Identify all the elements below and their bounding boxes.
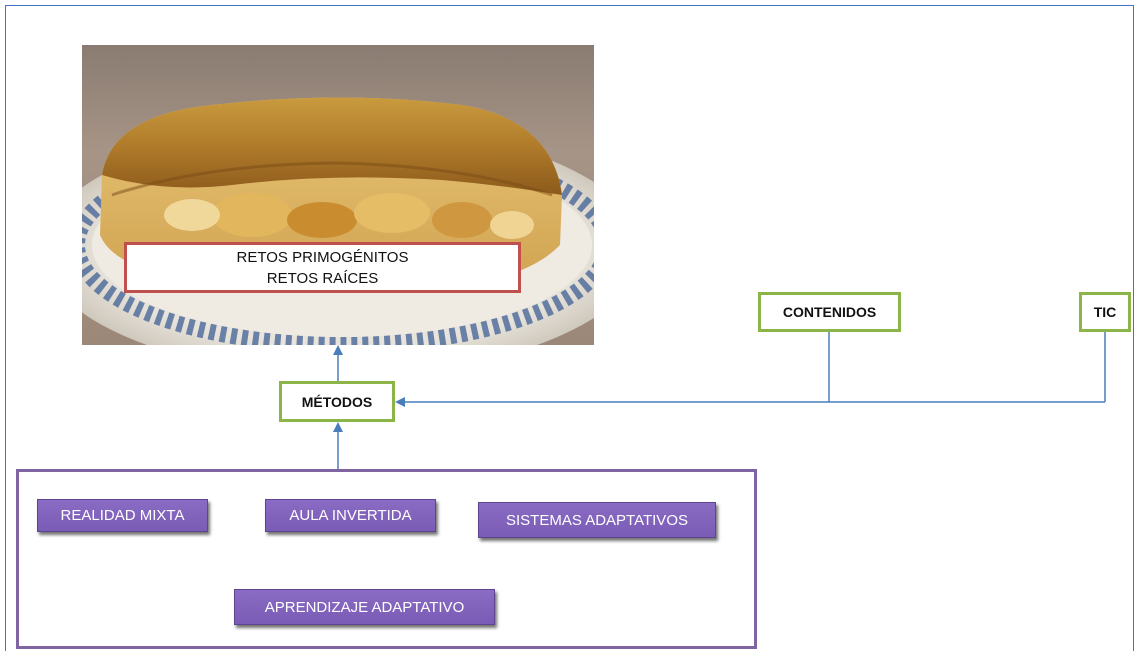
aula-invertida-button[interactable]: AULA INVERTIDA [265, 499, 436, 532]
contenidos-node: CONTENIDOS [758, 292, 901, 332]
frame-left-border [5, 5, 6, 651]
metodos-node: MÉTODOS [279, 381, 395, 422]
frame-top-border [5, 5, 1133, 6]
tic-node: TIC [1079, 292, 1131, 332]
sistemas-adaptativos-button[interactable]: SISTEMAS ADAPTATIVOS [478, 502, 716, 538]
frame-right-border [1133, 5, 1134, 651]
aprendizaje-adaptativo-button[interactable]: APRENDIZAJE ADAPTATIVO [234, 589, 495, 625]
realidad-mixta-button[interactable]: REALIDAD MIXTA [37, 499, 208, 532]
retos-line-1: RETOS PRIMOGÉNITOS [236, 248, 409, 266]
retos-line-2: RETOS RAÍCES [266, 269, 379, 287]
retos-label-box: RETOS PRIMOGÉNITOS RETOS RAÍCES [124, 242, 521, 293]
